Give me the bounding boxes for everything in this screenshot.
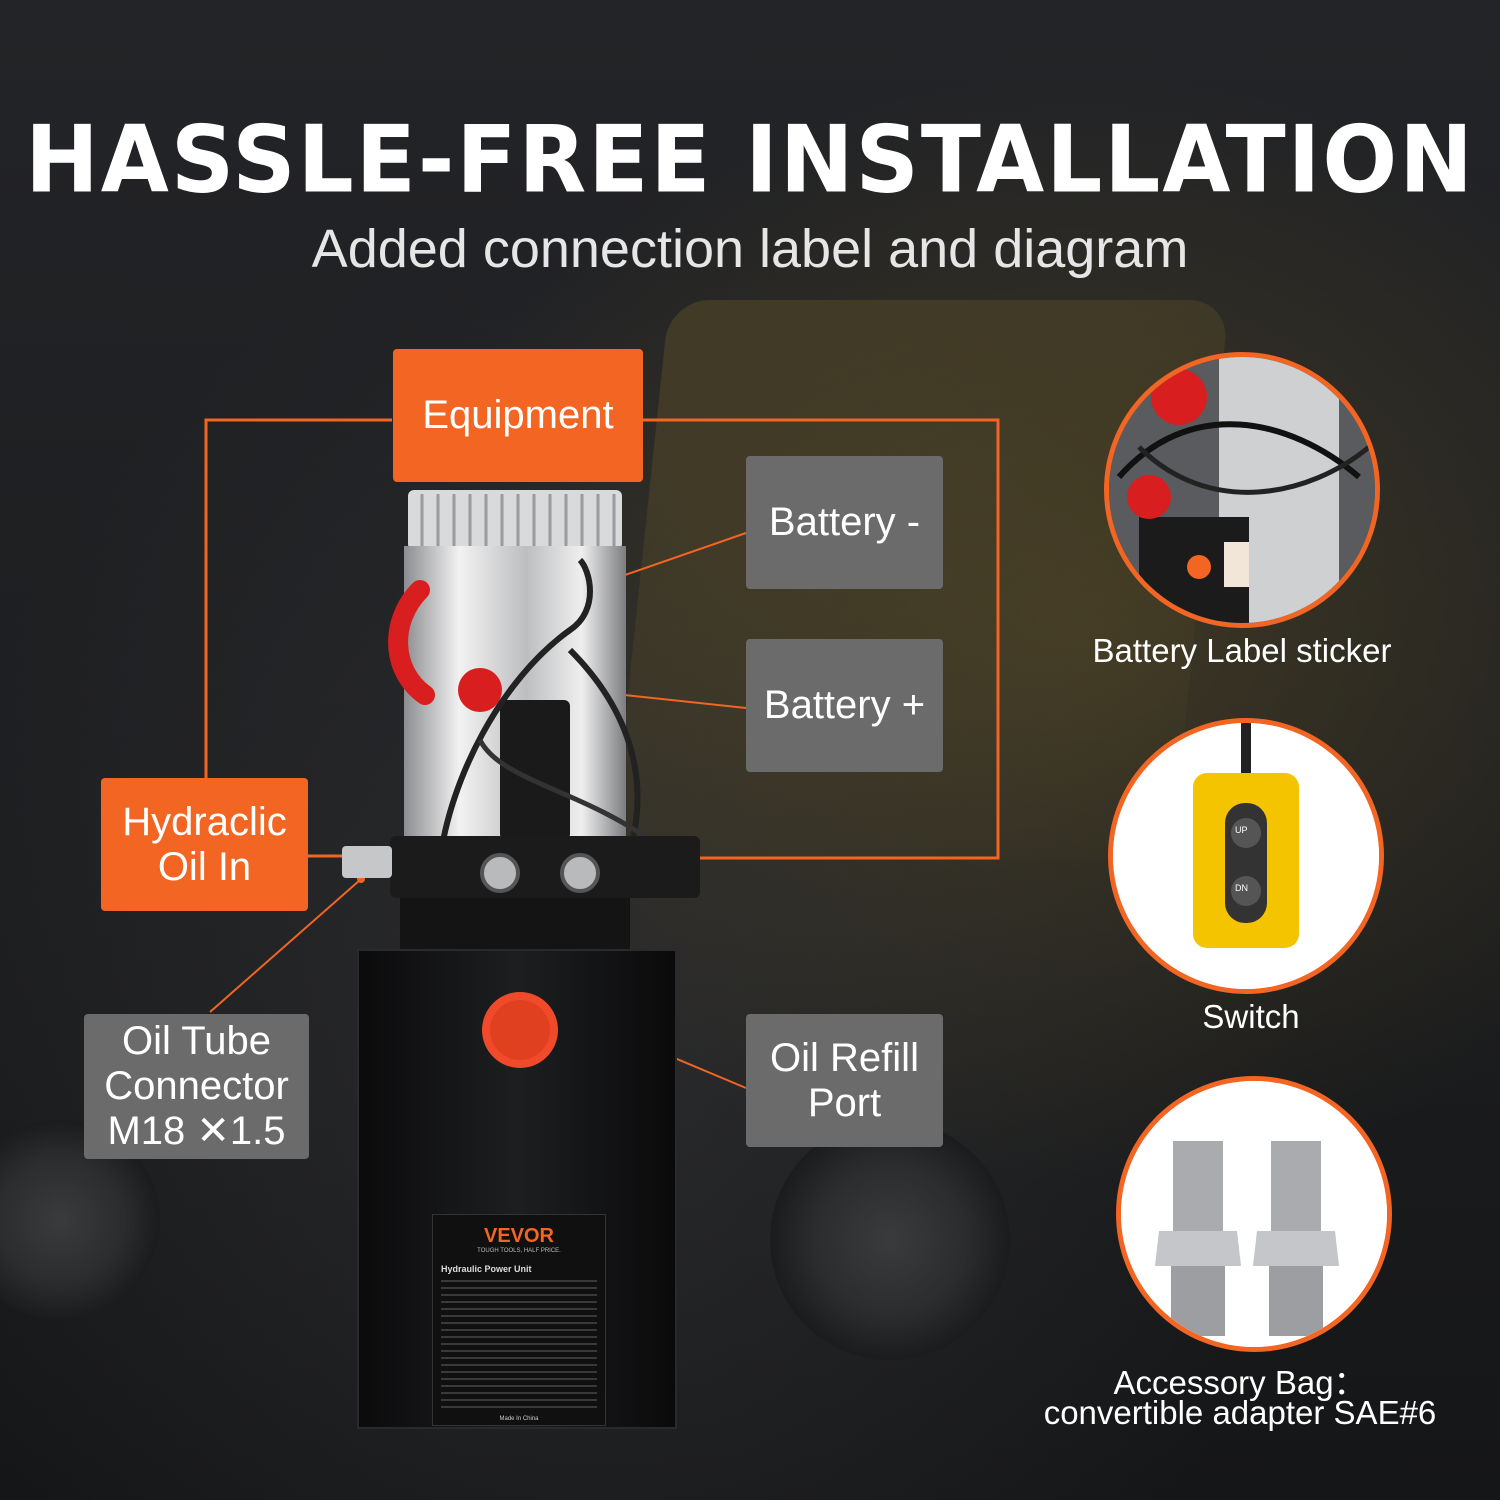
motor-fins: [408, 490, 622, 550]
manifold-block: [390, 836, 700, 898]
feature-accessory-bag-image: [1116, 1076, 1392, 1352]
label-oil-refill-line1: Oil Refill: [770, 1035, 919, 1080]
label-battery-negative-text: Battery -: [768, 500, 921, 545]
solenoid: [500, 700, 570, 840]
feature-switch-caption: Switch: [1202, 998, 1300, 1035]
equipment-bracket-right: [642, 418, 1000, 860]
label-hydraulic-line2: Oil In: [157, 844, 252, 889]
feature-switch-image: UP DN: [1108, 718, 1384, 994]
wire-3: [477, 738, 652, 843]
nameplate-product: Hydraulic Power Unit: [441, 1264, 532, 1274]
nameplate-brand: VEVOR: [483, 1225, 555, 1247]
equipment-bracket-left: [204, 418, 392, 778]
background-wheel-right: [770, 1120, 1010, 1360]
battery-label-illustration: [1109, 357, 1375, 623]
red-terminal-cap: [388, 580, 435, 705]
switch-down-button: DN: [1235, 883, 1248, 893]
label-equipment-text: Equipment: [422, 393, 614, 438]
port-fitting-2: [560, 853, 600, 893]
label-oil-tube-line2: Connector: [104, 1064, 289, 1109]
label-oil-refill-line2: Port: [807, 1080, 882, 1125]
label-hydraulic-oil-in: Hydraclic Oil In: [101, 778, 308, 911]
label-oil-refill-port: Oil Refill Port: [746, 1014, 943, 1147]
nameplate: VEVOR TOUGH TOOLS, HALF PRICE. Hydraulic…: [432, 1214, 606, 1426]
adapter-1: [1155, 1141, 1241, 1336]
adapter-illustration: [1121, 1081, 1387, 1347]
switch-up-button: UP: [1235, 825, 1248, 835]
label-battery-negative: Battery -: [746, 456, 943, 589]
page-title: HASSLE-FREE INSTALLATION: [25, 105, 1475, 214]
nameplate-text-block: [441, 1280, 597, 1410]
pump-flange: [400, 898, 630, 958]
page-subtitle: Added connection label and diagram: [311, 219, 1189, 279]
feature-accessory-caption-line1: Accessory Bag：: [1113, 1364, 1367, 1401]
wire-2: [567, 647, 641, 851]
feature-accessory-caption-line2: convertible adapter SAE#6: [1043, 1394, 1437, 1431]
wire-1: [437, 557, 593, 861]
red-terminal-cap-2: [458, 668, 502, 712]
label-oil-tube-line3: M18 ✕1.5: [107, 1108, 286, 1153]
label-equipment: Equipment: [393, 349, 643, 482]
label-hydraulic-line1: Hydraclic: [122, 799, 287, 844]
feature-battery-label-image: [1104, 352, 1380, 628]
oil-tube-line: [209, 879, 361, 1013]
label-battery-positive: Battery +: [746, 639, 943, 772]
oil-in-fitting: [342, 846, 392, 878]
label-oil-tube-connector: Oil Tube Connector M18 ✕1.5: [84, 1014, 309, 1159]
label-battery-positive-text: Battery +: [763, 683, 926, 728]
switch-illustration: [1113, 723, 1379, 989]
feature-battery-label-caption: Battery Label sticker: [1092, 632, 1392, 669]
adapter-2: [1253, 1141, 1339, 1336]
nameplate-footer: Made In China: [499, 1416, 539, 1422]
hydraulic-power-unit: [342, 490, 700, 1429]
port-fitting-1: [480, 853, 520, 893]
label-oil-tube-line1: Oil Tube: [122, 1019, 271, 1064]
nameplate-tagline: TOUGH TOOLS, HALF PRICE.: [477, 1248, 561, 1254]
